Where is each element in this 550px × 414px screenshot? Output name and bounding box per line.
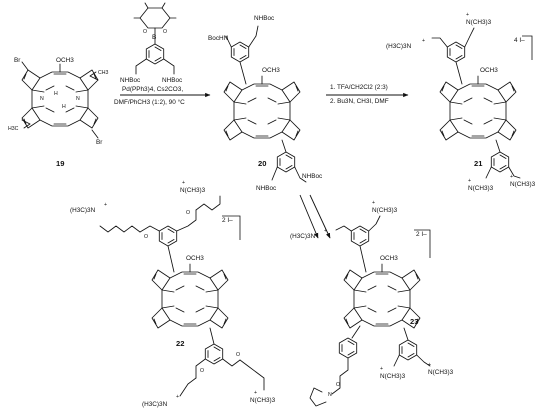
compound-23: OCH3 (H3C)3N + N(CH3)3 + N(CH3)3 + N(CH3… (290, 200, 454, 407)
reagent-step1-line2: DMF/PhCH3 (1:2), 90 °C (114, 98, 185, 106)
c23-plus-3: + (380, 366, 383, 372)
c22-ester-o-1: O (144, 234, 148, 240)
c23-number: 23 (410, 317, 418, 326)
c22-plus-1: + (104, 202, 107, 208)
boronate-nhboc-left: NHBoc (120, 77, 141, 84)
boronate-o-left: O (143, 29, 147, 35)
c20-number: 20 (258, 159, 266, 168)
c20-nhboc-bottom-right: NHBoc (302, 173, 323, 180)
c22-counterion: 2 I– (222, 217, 233, 224)
c23-plus-4: + (428, 362, 431, 368)
c21-amm-bottom-right: N(CH3)3 (510, 181, 536, 188)
c19-number: 19 (56, 159, 64, 168)
reagent-step1-line1: Pd(PPh3)4, Cs2CO3, (122, 86, 183, 93)
c23-amm-bottom-right: N(CH3)3 (428, 369, 454, 376)
c20-nhboc-bottom-left: NHBoc (256, 185, 277, 192)
c21-plus-1: + (422, 38, 425, 44)
c19-n-left: N (40, 96, 44, 102)
c22-number: 22 (176, 339, 184, 348)
c22-plus-4: + (254, 390, 257, 396)
c22-amm-bottom-right: N(CH3)3 (250, 397, 276, 404)
c22-ester-o-4: O (236, 352, 240, 358)
c21-ome: OCH3 (480, 67, 498, 74)
c22-amm-top-left: (H3C)3N (70, 207, 96, 214)
c22-ester-o-3: O (200, 368, 204, 374)
c22-plus-2: + (182, 180, 185, 186)
c19-h-top: H (54, 91, 58, 97)
c21-amm-bottom-left: N(CH3)3 (468, 185, 494, 192)
compound-21: OCH3 (H3C)3N + N(CH3)3 + N(CH3)3 + N(CH3… (386, 12, 536, 192)
c21-number: 21 (474, 159, 483, 168)
c21-plus-3: + (468, 178, 471, 184)
boronate-reagent: B O O NHBoc NHBoc (120, 2, 183, 84)
c22-ome: OCH3 (186, 255, 204, 262)
reagent-step2-line1: 1. TFA/CH2Cl2 (2:3) (330, 84, 388, 91)
compound-22: OCH3 (H3C)3N + N(CH3)3 + (H3C)3N + N(CH3… (70, 180, 276, 408)
compound-20: OCH3 BocHN NHBoc NHBoc NHBoc 20 (208, 15, 323, 192)
c22-amm-bottom-left: (H3C)3N (142, 401, 168, 408)
c19-br-bottom: Br (96, 139, 103, 146)
c19-n-right: N (76, 96, 80, 102)
compound-19: OCH3 Br Br CH3 H3C N N H H 19 (8, 57, 108, 168)
arrow-to-23 (309, 194, 331, 239)
c23-counterion: 2 I– (416, 231, 427, 238)
c23-plus-1: + (324, 228, 327, 234)
c19-h-bottom: H (62, 104, 66, 110)
c23-amm-top-right: N(CH3)3 (372, 207, 398, 214)
boronate-nhboc-right: NHBoc (162, 77, 183, 84)
c21-plus-4: + (510, 174, 513, 180)
c20-nhboc-top-right: NHBoc (254, 15, 275, 22)
c22-plus-3: + (176, 394, 179, 400)
c20-ome: OCH3 (262, 67, 280, 74)
c23-amm-top-left: (H3C)3N (290, 233, 316, 240)
reagent-step2-line2: 2. Bu3N, CH3I, DMF (330, 98, 389, 105)
c21-counterion: 4 I– (514, 37, 525, 44)
c19-ch3-top: CH3 (98, 70, 108, 76)
arrow-to-22 (299, 194, 319, 239)
c20-bochn-top-left: BocHN (208, 35, 229, 42)
c19-ch3-bottom: H3C (8, 126, 19, 132)
c21-plus-2: + (466, 12, 469, 18)
c23-plus-2: + (372, 200, 375, 206)
c23-ester-o: O (336, 382, 340, 388)
c22-ester-o-2: O (186, 210, 190, 216)
c19-br-top: Br (14, 57, 21, 64)
c19-ome: OCH3 (56, 57, 74, 64)
boron-label: B (152, 34, 157, 41)
c23-ome: OCH3 (380, 255, 398, 262)
boronate-o-right: O (163, 29, 167, 35)
c21-amm-top-right: N(CH3)3 (466, 19, 492, 26)
c21-amm-top-left: (H3C)3N (386, 43, 412, 50)
c22-amm-top-right: N(CH3)3 (180, 187, 206, 194)
c23-amm-bottom-left: N(CH3)3 (380, 373, 406, 380)
c23-succinimide-n: N (328, 392, 332, 398)
